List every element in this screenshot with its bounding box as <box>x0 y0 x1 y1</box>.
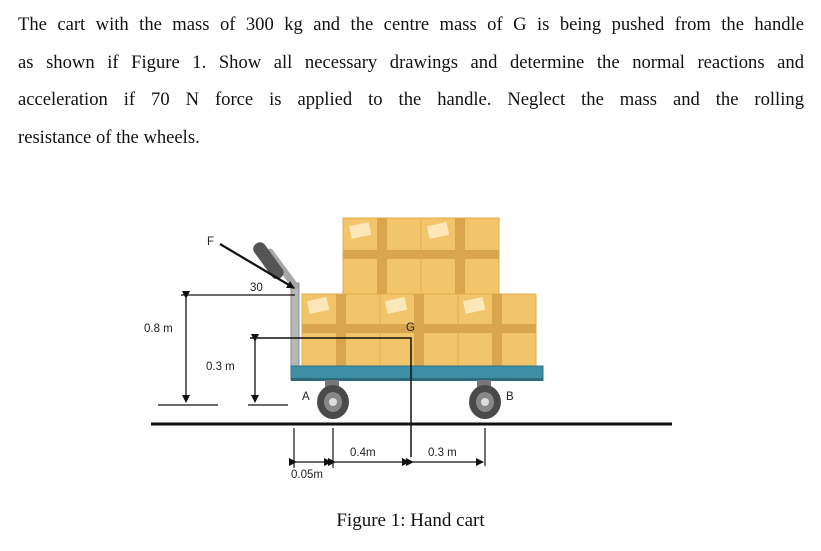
height-g-label: 0.3 m <box>206 361 235 373</box>
problem-statement: The cart with the mass of 300 kg and the… <box>18 6 804 156</box>
point-b-label: B <box>506 391 514 403</box>
dim-g-b-label: 0.3 m <box>428 447 457 459</box>
dim-horizontal: 0.05m 0.4m 0.3 m <box>289 428 486 481</box>
force-arrow <box>219 243 295 289</box>
angle-label: 30 <box>250 282 263 294</box>
figure-caption: Figure 1: Hand cart <box>336 510 485 531</box>
problem-line: resistance of the wheels. <box>18 126 200 148</box>
box-bottom-1 <box>301 293 381 367</box>
height-handle-label: 0.8 m <box>144 323 173 335</box>
handle-grip <box>253 242 284 280</box>
box-top-left <box>342 217 422 295</box>
dim-handle-g-label: 0.4m <box>350 447 376 459</box>
problem-line: acceleration if 70 N force is applied to… <box>18 89 804 110</box>
cart-deck <box>290 365 544 381</box>
cart-handle <box>253 242 300 380</box>
problem-line: as shown if Figure 1. Show all necessary… <box>18 51 804 73</box>
dim-height-handle: 0.8 m <box>144 291 295 406</box>
dim-a-handle-label: 0.05m <box>291 469 323 481</box>
dim-height-g: 0.3 m <box>206 334 288 406</box>
problem-line: The cart with the mass of 300 kg and the… <box>18 14 804 35</box>
box-top-right <box>420 217 500 295</box>
point-a-label: A <box>302 391 310 403</box>
wheel-b <box>469 380 501 419</box>
wheel-a <box>317 380 349 419</box>
force-label: F <box>207 236 214 248</box>
box-bottom-2 <box>379 293 459 367</box>
cargo-boxes <box>301 217 537 367</box>
center-of-mass-lines: G <box>250 322 415 457</box>
box-bottom-3 <box>457 293 537 367</box>
point-g-label: G <box>406 322 415 334</box>
